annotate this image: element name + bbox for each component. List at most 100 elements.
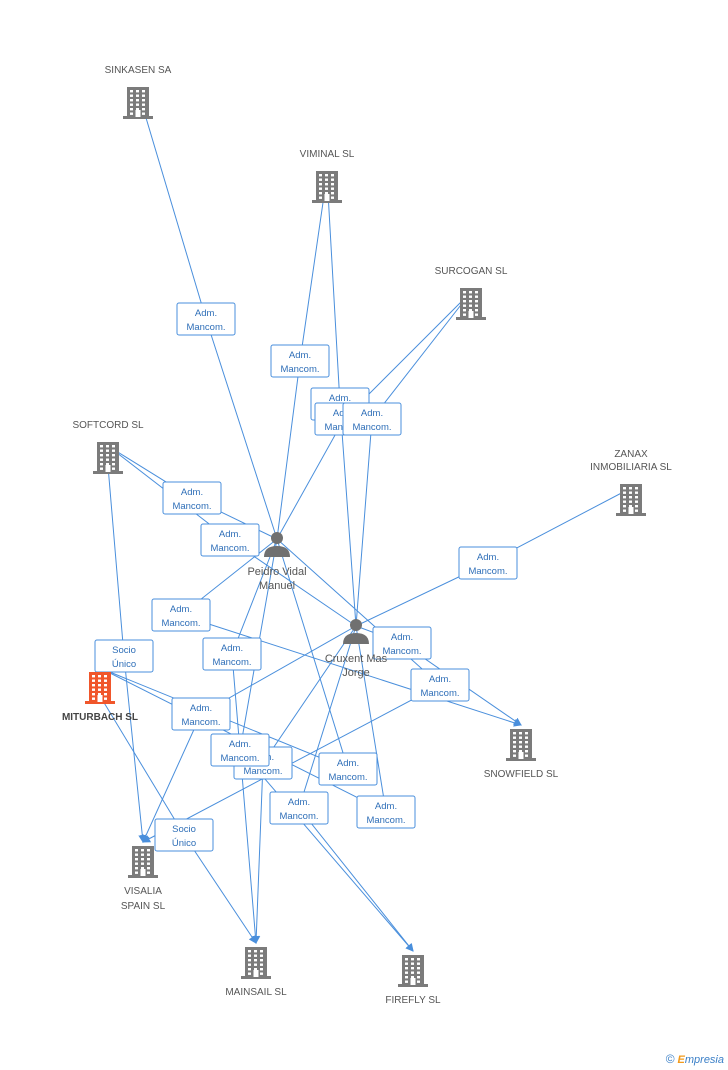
building-icon	[241, 947, 271, 979]
edge-label-box	[372, 626, 432, 660]
edge-label-peidro-to-viminal[interactable]: Adm. Mancom.	[270, 344, 330, 378]
edge-role-text: Mancom.	[382, 646, 421, 657]
person-icon	[343, 619, 369, 644]
edge-role-text: Adm.	[429, 674, 451, 685]
edge-role-text: Adm.	[221, 643, 243, 654]
edge-role-text: Adm.	[288, 797, 310, 808]
company-name: SINKASEN SA	[105, 65, 172, 76]
edge-label-cruxent-to-softcord[interactable]: Adm. Mancom.	[200, 523, 260, 557]
building-icon	[398, 955, 428, 987]
edge-role-text: Mancom.	[243, 766, 282, 777]
edge-role-text: Adm.	[391, 632, 413, 643]
edge-label-box	[202, 637, 262, 671]
edge-label-box	[356, 795, 416, 829]
edge-label-peidro-to-snowfield[interactable]: Adm.Mancom.	[151, 598, 211, 632]
edge-label-box	[94, 639, 154, 673]
edge-role-text: Único	[112, 659, 136, 670]
edge-role-text: Adm.	[337, 758, 359, 769]
edge-role-text: Adm.	[229, 739, 251, 750]
brand-name: mpresia	[684, 1054, 724, 1066]
company-node-firefly[interactable]: FIREFLY SL	[385, 955, 441, 1006]
edge-label-box	[171, 697, 231, 731]
person-name: Jorge	[342, 667, 370, 679]
person-name: Manuel	[259, 580, 295, 592]
company-node-snowfield[interactable]: SNOWFIELD SL	[484, 729, 559, 780]
company-name: MAINSAIL SL	[225, 987, 287, 998]
edge-role-text: Adm.	[361, 408, 383, 419]
edge-label-cruxent-to-visalia[interactable]: Adm.Mancom.	[171, 697, 231, 731]
edge-role-text: Único	[172, 838, 196, 849]
edge-role-text: Adm.	[190, 703, 212, 714]
building-icon	[85, 672, 115, 704]
company-name: SOFTCORD SL	[72, 420, 144, 431]
edge-role-text: Mancom.	[468, 566, 507, 577]
company-node-softcord[interactable]: SOFTCORD SL	[72, 420, 144, 474]
nodes-layer: SINKASEN SA VIMINAL SL SURCOGAN SL SOFTCORD…	[62, 65, 672, 1006]
edge-role-text: Mancom.	[186, 322, 225, 333]
edge-role-text: Mancom.	[220, 753, 259, 764]
company-name: VIMINAL SL	[300, 149, 355, 160]
company-node-surcogan[interactable]: SURCOGAN SL	[435, 266, 508, 320]
edge-label-cruxent-to-snowfield[interactable]: Adm. Mancom.	[372, 626, 432, 660]
edge-label-cruxent-to-surcogan[interactable]: Adm.Mancom.	[342, 402, 402, 436]
edge-label-peidro-to-softcord[interactable]: Adm. Mancom.	[162, 481, 222, 515]
edge-label-peidro-to-miturbach[interactable]: Adm.Mancom.	[318, 752, 378, 786]
edge-label-box	[410, 668, 470, 702]
edge-label-box	[458, 546, 518, 580]
building-icon	[312, 171, 342, 203]
edge-role-text: Mancom.	[210, 543, 249, 554]
company-node-miturbach[interactable]: MITURBACH SL	[62, 672, 138, 723]
building-icon	[506, 729, 536, 761]
empresia-watermark[interactable]: ©Empresia	[666, 1052, 724, 1066]
edge-label-peidro-to-mainsail[interactable]: Adm.Mancom.	[202, 637, 262, 671]
company-node-sinkasen[interactable]: SINKASEN SA	[105, 65, 172, 119]
person-name: Cruxent Mas	[325, 653, 388, 665]
edge-label-box	[342, 402, 402, 436]
edge-role-text: Socio	[172, 824, 196, 835]
company-name: FIREFLY SL	[385, 995, 441, 1006]
company-name: VISALIA	[124, 886, 162, 897]
building-icon	[123, 87, 153, 119]
company-name: MITURBACH SL	[62, 712, 138, 723]
edge-label-box	[151, 598, 211, 632]
building-icon	[128, 846, 158, 878]
edge-label-peidro-to-firefly[interactable]: Adm. Mancom.	[210, 733, 270, 767]
edge-label-box	[318, 752, 378, 786]
edge-label-box	[200, 523, 260, 557]
edge-role-text: Mancom.	[161, 618, 200, 629]
person-icon	[264, 532, 290, 557]
edge-label-cruxent-to-firefly[interactable]: Adm.Mancom.	[269, 791, 329, 825]
edge-label-peidro-to-sinkasen[interactable]: Adm. Mancom.	[176, 302, 236, 336]
edge-role-text: Adm.	[289, 350, 311, 361]
company-name: SURCOGAN SL	[435, 266, 508, 277]
edge-role-text: Mancom.	[172, 501, 211, 512]
edge-role-text: Adm.	[181, 487, 203, 498]
edge-label-cruxent-to-miturbach[interactable]: Adm. Mancom.	[356, 795, 416, 829]
edge-label-box	[269, 791, 329, 825]
edge-role-text: Adm.	[375, 801, 397, 812]
company-node-mainsail[interactable]: MAINSAIL SL	[225, 947, 287, 998]
edge-cruxent-to-surcogan	[355, 291, 472, 627]
company-node-viminal[interactable]: VIMINAL SL	[300, 149, 355, 203]
building-icon	[616, 484, 646, 516]
copyright-symbol: ©	[665, 1052, 675, 1066]
edge-label-peidro-to-visalia[interactable]: Adm.Mancom.	[410, 668, 470, 702]
edge-role-text: Mancom.	[366, 815, 405, 826]
brand-initial: E	[677, 1054, 685, 1066]
edge-role-text: Adm.	[195, 308, 217, 319]
building-icon	[456, 288, 486, 320]
edge-role-text: Adm.	[219, 529, 241, 540]
edge-label-cruxent-to-zanax[interactable]: Adm.Mancom.	[458, 546, 518, 580]
company-name: ZANAX	[614, 449, 648, 460]
edge-role-text: Socio	[112, 645, 136, 656]
edge-role-text: Mancom.	[280, 364, 319, 375]
building-icon	[93, 442, 123, 474]
company-name: SNOWFIELD SL	[484, 769, 559, 780]
